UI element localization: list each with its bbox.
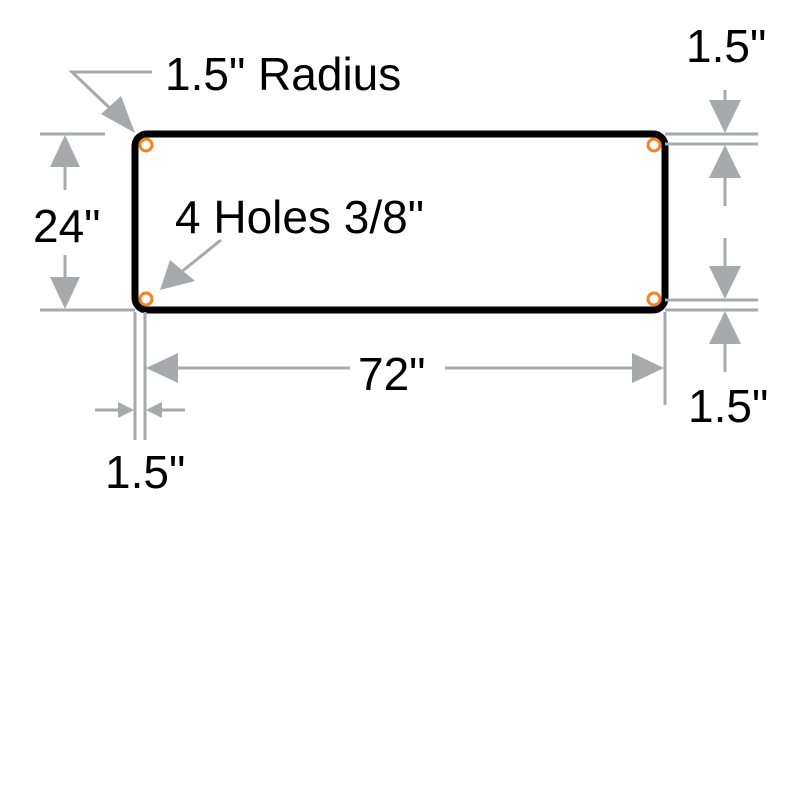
height-label: 24" <box>33 200 101 252</box>
side-margin-label: 1.5" <box>105 446 185 498</box>
hole-bottom-right <box>646 291 662 307</box>
hole-top-left <box>138 137 154 153</box>
hole-bottom-left <box>138 291 154 307</box>
right-margin-dimensions <box>665 90 758 372</box>
hole-top-right <box>646 137 662 153</box>
width-dimension <box>133 312 667 440</box>
sign-outline <box>131 130 669 314</box>
width-label: 72" <box>358 348 426 400</box>
side-margin-dimension <box>95 402 185 418</box>
holes-label: 4 Holes 3/8" <box>175 191 424 243</box>
height-dimension <box>40 132 135 312</box>
mounting-holes <box>138 137 662 307</box>
top-margin-label: 1.5" <box>686 20 766 72</box>
bottom-margin-label: 1.5" <box>688 380 768 432</box>
radius-label: 1.5" Radius <box>165 48 401 100</box>
radius-callout-arrow <box>68 70 152 133</box>
holes-callout-arrow <box>160 238 222 290</box>
